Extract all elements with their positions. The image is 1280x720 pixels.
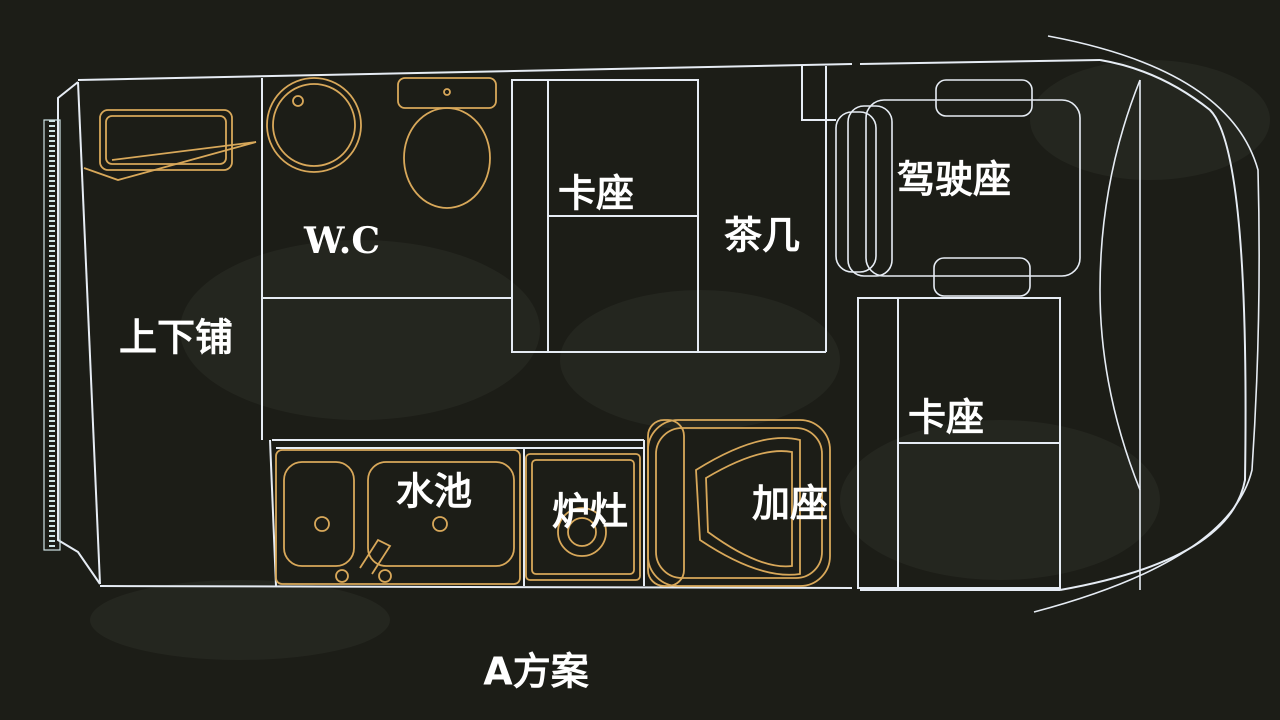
driver-seat-icon [835, 79, 1081, 297]
toilet-icon [397, 77, 497, 209]
rear-ladder [43, 119, 61, 551]
sink-label: 水池 [396, 470, 472, 514]
vehicle-outline [57, 35, 1260, 613]
booth-seat-top [511, 79, 699, 353]
tea-table-label: 茶几 [724, 214, 800, 258]
extra-seat-icon [647, 419, 831, 587]
kitchen-counter [272, 439, 645, 586]
booth-seat-right [857, 297, 1061, 590]
scheme-label: A方案 [483, 650, 589, 694]
washbasin-icon [266, 77, 362, 173]
sink-icon [275, 449, 521, 585]
bunk-bed [83, 78, 277, 587]
bunk-label: 上下铺 [119, 316, 233, 360]
cab-partition [801, 66, 836, 121]
stove-label: 炉灶 [552, 490, 628, 534]
extra-seat-label: 加座 [752, 482, 828, 526]
booth-seat-top-label: 卡座 [558, 172, 634, 216]
background-reflections [90, 60, 1270, 660]
wc-label: W.C [303, 220, 380, 262]
stove-icon [525, 453, 641, 581]
driver-seat-label: 驾驶座 [897, 158, 1011, 202]
tea-table [698, 66, 827, 353]
booth-seat-right-label: 卡座 [908, 396, 984, 440]
